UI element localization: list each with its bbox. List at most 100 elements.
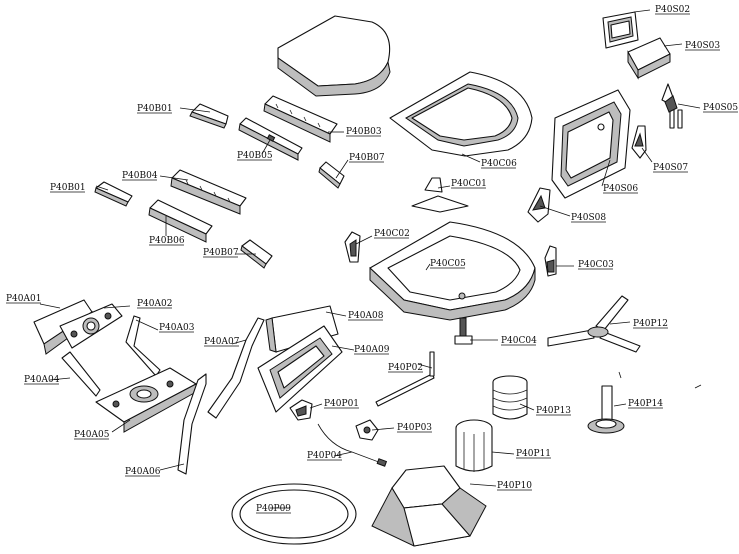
label-p40b07-lower: P40B07 [203,248,239,258]
svg-text:P40B03: P40B03 [346,127,382,137]
svg-text:P40A09: P40A09 [354,345,390,355]
svg-text:P40B01: P40B01 [50,183,86,193]
svg-text:P40S08: P40S08 [571,213,606,223]
svg-text:P40P14: P40P14 [628,399,663,409]
lower-arm-part [61,351,101,397]
svg-text:P40C01: P40C01 [451,179,487,189]
stray-mark [694,384,702,389]
label-p40b04: P40B04 [122,171,158,181]
label-p40a02: P40A02 [137,299,172,309]
label-p40p11: P40P11 [516,449,551,459]
svg-text:P40S03: P40S03 [685,41,720,51]
label-p40s02: P40S02 [655,5,690,15]
base-tray-part [369,221,536,321]
label-p40p09: P40P09 [256,504,291,514]
large-support-bar-part [170,169,247,215]
hinge-clip-part [344,231,361,263]
label-p40a03: P40A03 [159,323,195,333]
label-p40p13: P40P13 [536,406,571,416]
svg-text:P40A05: P40A05 [74,430,110,440]
svg-text:P40B07: P40B07 [203,248,239,258]
label-p40a09: P40A09 [354,345,390,355]
lower-small-clip-part [240,239,273,269]
label-p40a04: P40A04 [24,375,60,385]
label-p40p14: P40P14 [628,399,663,409]
star-base-part [547,295,641,353]
svg-text:P40P12: P40P12 [633,319,668,329]
svg-text:P40B04: P40B04 [122,171,158,181]
label-p40s05: P40S05 [703,103,738,113]
left-small-bracket-part [94,181,133,207]
label-p40c03: P40C03 [578,260,614,270]
small-bracket-part [189,103,229,129]
svg-text:P40S06: P40S06 [603,184,638,194]
drum-cover-part [455,419,493,472]
svg-text:P40P13: P40P13 [536,406,571,416]
svg-text:P40S05: P40S05 [703,103,738,113]
svg-text:P40C05: P40C05 [430,259,466,269]
label-p40a07: P40A07 [204,337,240,347]
label-p40b03: P40B03 [346,127,382,137]
svg-text:P40S02: P40S02 [655,5,690,15]
label-p40b01-top: P40B01 [137,104,173,114]
label-p40c05: P40C05 [430,259,466,269]
curved-frame-part [389,71,533,157]
label-p40c02: P40C02 [374,229,410,239]
svg-text:P40A03: P40A03 [159,323,195,333]
small-frame-part [602,11,639,49]
svg-text:P40A01: P40A01 [6,294,41,304]
label-p40p02: P40P02 [388,363,423,373]
floor-ring-part [231,483,357,545]
front-plate-part [265,305,339,353]
svg-text:P40P09: P40P09 [256,504,291,514]
gas-cylinder-part [587,371,625,434]
label-p40c06: P40C06 [481,159,517,169]
label-p40a06: P40A06 [125,467,161,477]
label-p40a01: P40A01 [6,294,41,304]
label-p40a08: P40A08 [348,311,384,321]
svg-text:P40B05: P40B05 [237,151,273,161]
svg-text:P40C06: P40C06 [481,159,517,169]
label-p40c04: P40C04 [501,336,537,346]
svg-text:P40P10: P40P10 [497,481,532,491]
seat-board-part [277,15,391,97]
svg-text:P40A04: P40A04 [24,375,60,385]
front-frame-part [257,325,343,413]
label-p40s06: P40S06 [603,184,638,194]
svg-text:P40C03: P40C03 [578,260,614,270]
label-p40p10: P40P10 [497,481,532,491]
svg-text:P40S07: P40S07 [653,163,688,173]
label-p40p01: P40P01 [324,399,359,409]
connecting-rod-part [375,351,435,407]
label-p40s08: P40S08 [571,213,606,223]
armrest-arm-part [125,315,161,377]
small-pivot-part [355,419,379,441]
svg-text:P40B01: P40B01 [137,104,173,114]
label-p40b01-left: P40B01 [50,183,86,193]
label-p40s03: P40S03 [685,41,720,51]
svg-text:P40B06: P40B06 [149,236,185,246]
base-cover-part [371,465,487,547]
label-p40a05: P40A05 [74,430,110,440]
side-bracket-part [661,83,683,129]
svg-text:P40C02: P40C02 [374,229,410,239]
back-panel-part [551,89,631,199]
small-box-part [627,37,671,80]
svg-text:P40P04: P40P04 [307,451,342,461]
svg-text:P40A07: P40A07 [204,337,240,347]
small-clip-part [318,161,345,189]
lower-clip-part [527,187,551,223]
label-p40b06: P40B06 [149,236,185,246]
svg-text:P40A02: P40A02 [137,299,172,309]
svg-text:P40P11: P40P11 [516,449,551,459]
label-p40p03: P40P03 [397,423,432,433]
label-p40b05: P40B05 [237,151,273,161]
front-leg-part [177,373,207,475]
control-panel-part [59,303,123,349]
swivel-stand-part [411,177,469,213]
control-board-part [95,367,197,433]
lower-rail-part [148,199,213,243]
svg-text:P40B07: P40B07 [349,153,385,163]
clip-part [631,125,647,159]
